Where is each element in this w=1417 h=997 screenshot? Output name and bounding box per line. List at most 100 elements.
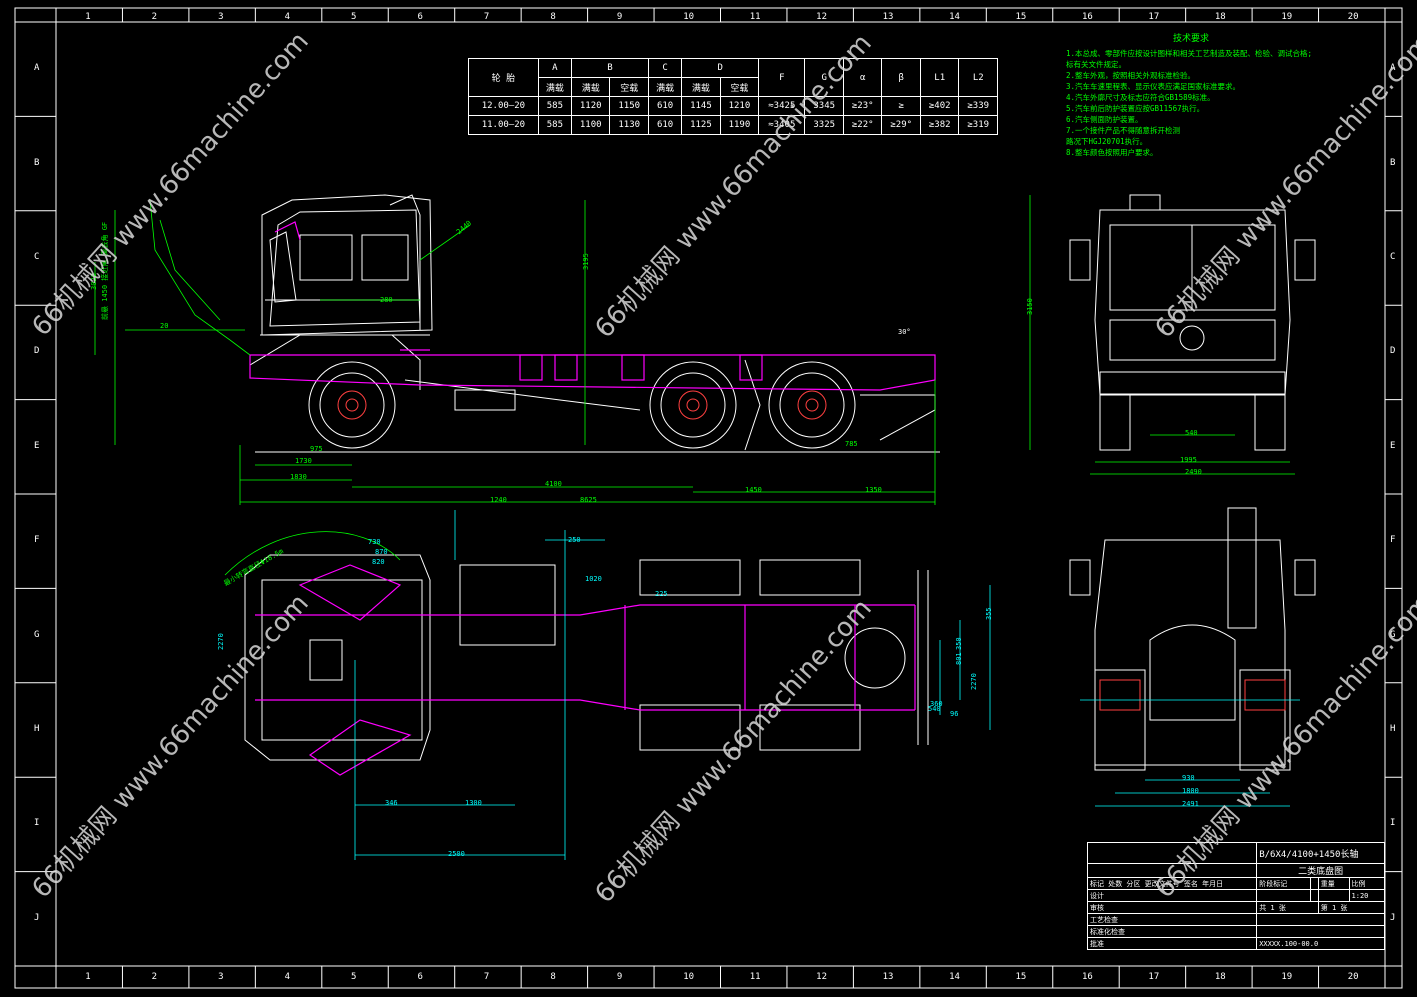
dimension-label: 1240 xyxy=(490,496,507,504)
note-line: 7.一个接件产品不得随意拆开检测 xyxy=(1066,126,1181,135)
dimension-label: 1020 xyxy=(585,575,602,583)
column-label: 11 xyxy=(749,972,761,982)
note-line: 6.汽车侧面防护装置。 xyxy=(1066,115,1143,124)
row-label: A xyxy=(34,63,40,74)
row-label: B xyxy=(1390,157,1396,168)
header-g: G xyxy=(804,58,844,97)
column-label: 1 xyxy=(85,972,91,982)
dimension-label: 930 xyxy=(1182,774,1195,782)
note-line: 5.汽车前后防护装置应按GB11567执行。 xyxy=(1066,104,1205,113)
spec-cell: 1150 xyxy=(609,96,649,116)
column-label: 2 xyxy=(151,12,158,22)
dimension-label: 360 xyxy=(930,700,943,708)
row-label: H xyxy=(34,724,40,734)
column-label: 11 xyxy=(749,12,761,22)
dimension-label: 280 xyxy=(380,296,393,304)
dimension-label: 870 xyxy=(375,548,388,556)
scale-value: 1:20 xyxy=(1348,889,1386,902)
dimension-label: 2270 xyxy=(970,673,978,690)
spec-cell: 12.00—20 xyxy=(468,96,539,116)
column-label: 12 xyxy=(816,972,828,982)
subheader: 满载 xyxy=(647,77,683,97)
rear-view xyxy=(1069,507,1316,771)
row-label: E xyxy=(34,440,40,451)
dimension-label: 785 xyxy=(845,440,858,448)
spec-cell: 585 xyxy=(537,115,572,135)
dimension-label: 346 xyxy=(385,799,398,807)
front-dimensions xyxy=(1029,195,1295,475)
column-label: 4 xyxy=(284,12,290,22)
column-label: 6 xyxy=(417,972,423,982)
note-line: 8.整车颜色按照用户要求。 xyxy=(1066,148,1158,157)
header-beta: β xyxy=(881,58,921,97)
header-l1: L1 xyxy=(919,58,960,97)
row-label: J xyxy=(1390,912,1396,923)
spec-cell: ≥402 xyxy=(919,96,960,116)
spec-cell: 11.00—20 xyxy=(468,115,539,135)
row-label: F xyxy=(34,535,40,546)
header-a: A xyxy=(537,58,572,78)
dimension-label: 4100 xyxy=(545,480,562,488)
dimension-label: 730 xyxy=(368,538,381,546)
column-label: 8 xyxy=(550,12,556,22)
dimension-label: 1830 xyxy=(290,473,307,481)
spec-cell: ≥319 xyxy=(958,115,998,135)
spec-cell: ≥339 xyxy=(958,96,998,116)
column-label: 20 xyxy=(1347,12,1359,22)
note-line: 标有关文件规定。 xyxy=(1066,60,1126,69)
notes-title: 技术要求 xyxy=(1172,34,1209,44)
zone-ticks xyxy=(15,8,1402,988)
column-label: 9 xyxy=(616,12,623,22)
side-view xyxy=(249,194,940,453)
spec-cell: 610 xyxy=(647,96,683,116)
dimension-label: 801 xyxy=(955,652,963,665)
spec-cell: 3325 xyxy=(804,115,844,135)
dimension-label: 1800 xyxy=(1182,787,1199,795)
header-f: F xyxy=(758,58,806,97)
header-tire: 轮 胎 xyxy=(468,58,539,97)
plan-view xyxy=(244,554,929,761)
header-l2: L2 xyxy=(958,58,998,97)
subheader: 空载 xyxy=(609,77,649,97)
row-label: G xyxy=(34,629,40,640)
column-label: 8 xyxy=(550,972,556,982)
dimension-label: 3150 xyxy=(1026,298,1034,315)
spec-cell: ≥22° xyxy=(842,115,883,135)
row-label: C xyxy=(1390,252,1396,262)
row-label: D xyxy=(1390,346,1396,357)
row-label: B xyxy=(34,157,40,168)
column-label: 14 xyxy=(949,972,960,982)
header-b: B xyxy=(570,58,649,78)
dimension-label: 1350 xyxy=(865,486,882,494)
spec-cell: 585 xyxy=(537,96,572,116)
sheet-count: 共 1 张 xyxy=(1256,901,1319,914)
spec-cell: 1130 xyxy=(609,115,649,135)
subheader: 满载 xyxy=(537,77,572,97)
subheader: 空载 xyxy=(719,77,760,97)
row-label: F xyxy=(1390,535,1396,546)
column-label: 3 xyxy=(218,12,224,22)
dimension-label: 820 xyxy=(372,558,385,566)
column-label: 19 xyxy=(1281,12,1293,22)
dimension-label: 2270 xyxy=(217,633,225,650)
dimension-label: 20 xyxy=(160,322,169,330)
row-label: E xyxy=(1390,440,1396,451)
header-d: D xyxy=(681,58,760,78)
dimension-label: 350 xyxy=(955,637,963,650)
sheet-page: 第 1 张 xyxy=(1317,901,1386,914)
technical-notes: 技术要求 1.本总成、零部件应按设计图样和相关工艺制造及装配、检验、调试合格; … xyxy=(1066,34,1316,158)
column-label: 13 xyxy=(882,12,894,22)
column-label: 14 xyxy=(949,12,960,22)
scale-label: 比例 xyxy=(1348,877,1386,890)
spec-cell: ≈3405 xyxy=(758,115,806,135)
column-label: 9 xyxy=(616,972,623,982)
column-label: 10 xyxy=(683,972,695,982)
row-label: H xyxy=(1390,724,1396,734)
dimension-label: 2490 xyxy=(1185,468,1202,476)
dimension-label: 975 xyxy=(310,445,323,453)
column-label: 10 xyxy=(683,12,695,22)
column-label: 19 xyxy=(1281,972,1293,982)
